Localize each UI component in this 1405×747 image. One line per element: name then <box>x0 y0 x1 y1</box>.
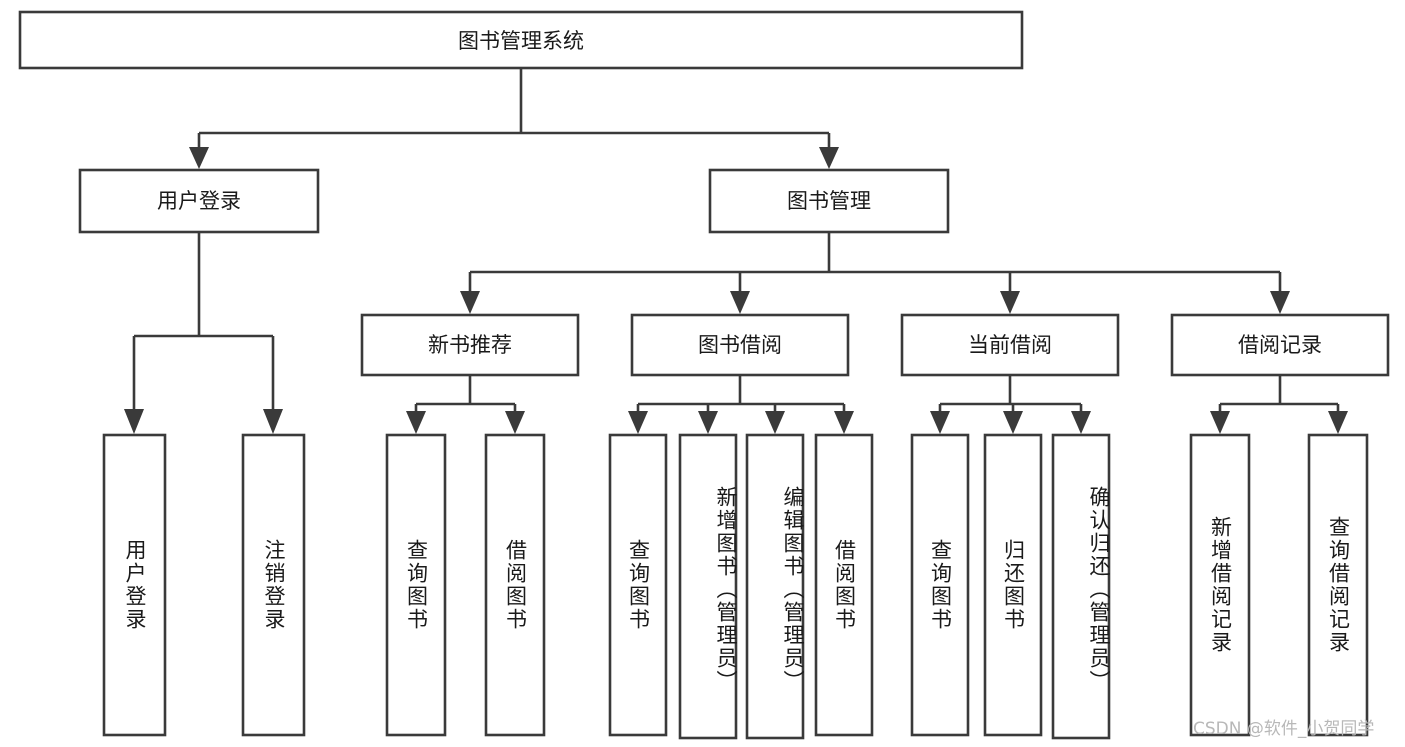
arrow-head-bookborrow-leaf-1 <box>628 411 648 434</box>
node-borrow-record[interactable]: 借阅记录 <box>1170 313 1390 377</box>
arrow-head-newbook-leaf-2 <box>505 411 525 434</box>
arrow-head-borrow-record <box>1270 291 1290 314</box>
csdn-watermark: CSDN @软件_小贺同学 <box>1193 719 1375 739</box>
node-root[interactable]: 图书管理系统 <box>18 10 1024 70</box>
arrow-head-leaf-logout <box>263 409 283 434</box>
leaf-box-add-book-admin[interactable] <box>678 433 738 740</box>
leaf-box-query-book-borrow[interactable] <box>608 433 668 737</box>
node-book-management-box[interactable] <box>708 168 950 234</box>
leaf-box-borrow-book-newrec[interactable] <box>484 433 546 737</box>
leaf-box-logout[interactable] <box>241 433 306 737</box>
leaf-box-edit-book-admin[interactable] <box>745 433 805 740</box>
node-book-borrow-label: 图书借阅 <box>698 333 782 357</box>
leaf-box-user-login[interactable] <box>102 433 167 737</box>
leaf-box-borrow-book[interactable] <box>814 433 874 737</box>
arrow-head-currentborrow-leaf-2 <box>1003 411 1023 434</box>
arrow-head-current-borrow <box>1000 291 1020 314</box>
node-root-label: 图书管理系统 <box>458 29 584 53</box>
node-new-book-recommend-box[interactable] <box>360 313 580 377</box>
connector-layer <box>124 68 1348 434</box>
node-book-management[interactable]: 图书管理 <box>708 168 950 234</box>
arrow-head-new-book-rec <box>460 291 480 314</box>
arrow-head-book-mgmt <box>819 147 839 169</box>
arrow-head-currentborrow-leaf-1 <box>930 411 950 434</box>
arrow-head-currentborrow-leaf-3 <box>1071 411 1091 434</box>
node-borrow-record-box[interactable] <box>1170 313 1390 377</box>
node-current-borrow-box[interactable] <box>900 313 1120 377</box>
arrow-head-bookborrow-leaf-2 <box>698 411 718 434</box>
node-user-login[interactable]: 用户登录 <box>78 168 320 234</box>
node-user-login-label: 用户登录 <box>157 189 241 213</box>
arrow-head-book-borrow <box>730 291 750 314</box>
node-current-borrow[interactable]: 当前借阅 <box>900 313 1120 377</box>
arrow-head-borrowrecord-leaf-2 <box>1328 411 1348 434</box>
node-book-management-label: 图书管理 <box>787 189 871 213</box>
arrow-head-bookborrow-leaf-3 <box>765 411 785 434</box>
leaf-box-add-borrow-record[interactable] <box>1189 433 1251 737</box>
arrow-head-newbook-leaf-1 <box>406 411 426 434</box>
node-new-book-recommend-label: 新书推荐 <box>428 333 512 357</box>
leaf-box-query-book-current[interactable] <box>910 433 970 737</box>
leaf-box-layer <box>102 433 1369 740</box>
node-borrow-record-label: 借阅记录 <box>1238 333 1322 357</box>
arrow-head-bookborrow-leaf-4 <box>834 411 854 434</box>
arrow-head-user-login <box>189 147 209 169</box>
node-book-borrow[interactable]: 图书借阅 <box>630 313 850 377</box>
leaf-box-query-book-newrec[interactable] <box>385 433 447 737</box>
arrow-head-borrowrecord-leaf-1 <box>1210 411 1230 434</box>
arrow-head-leaf-user-login <box>124 409 144 434</box>
node-user-login-box[interactable] <box>78 168 320 234</box>
node-book-borrow-box[interactable] <box>630 313 850 377</box>
node-new-book-recommend[interactable]: 新书推荐 <box>360 313 580 377</box>
leaf-box-confirm-return-admin[interactable] <box>1051 433 1111 740</box>
leaf-box-return-book[interactable] <box>983 433 1043 737</box>
node-root-box[interactable] <box>18 10 1024 70</box>
leaf-box-query-borrow-record[interactable] <box>1307 433 1369 737</box>
node-current-borrow-label: 当前借阅 <box>968 333 1052 357</box>
